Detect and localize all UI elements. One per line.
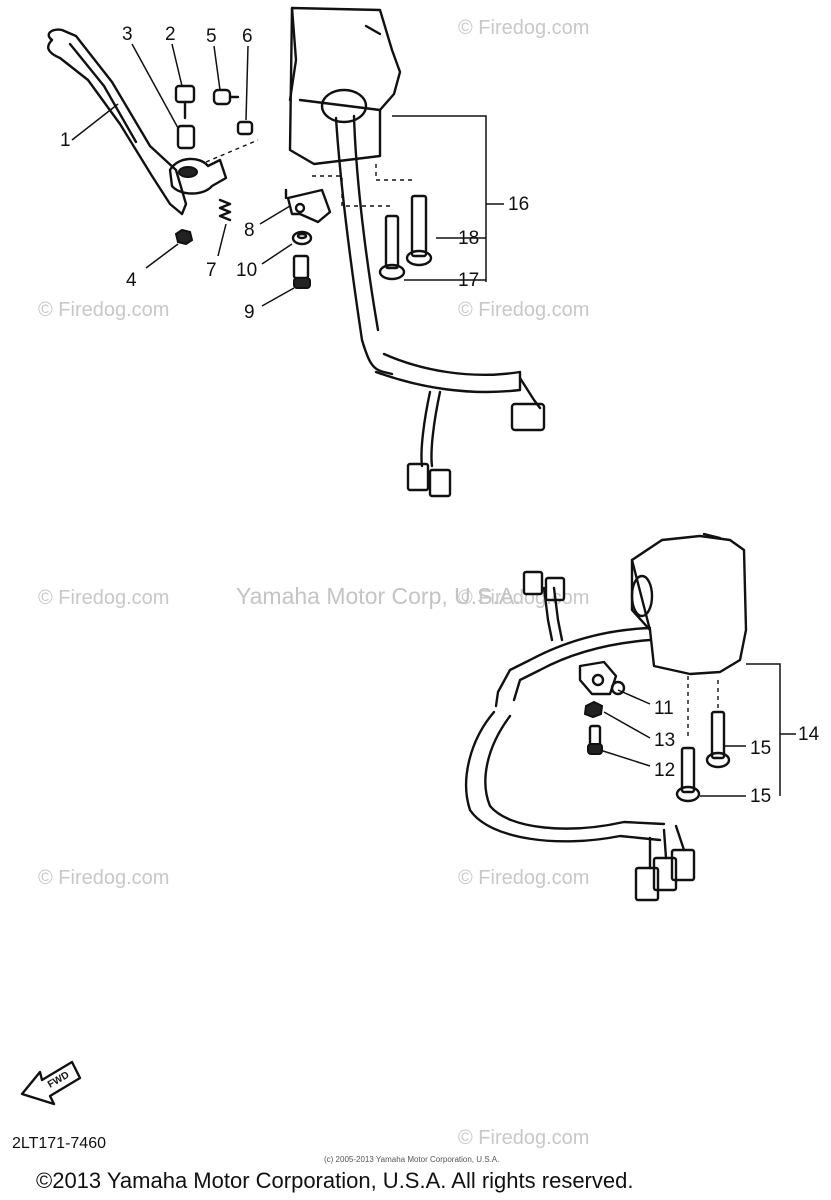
copyright: ©2013 Yamaha Motor Corporation, U.S.A. A… (36, 1168, 633, 1193)
callout-bracket-16 (392, 115, 504, 282)
watermark-firedog: © Firedog.com (38, 587, 169, 609)
callout-3: 3 (122, 24, 133, 45)
callout-9: 9 (244, 302, 255, 323)
clutch-switch (284, 188, 332, 224)
screw (675, 710, 731, 803)
callout-13: 13 (654, 730, 675, 751)
callout-10: 10 (236, 260, 257, 281)
callout-5: 5 (206, 26, 217, 47)
callout-7: 7 (206, 260, 217, 281)
watermark-yamaha: Yamaha Motor Corp, U.S.A. (236, 583, 521, 609)
callout-15: 15 (750, 738, 771, 759)
callout-4: 4 (126, 270, 137, 291)
screw (587, 724, 603, 755)
fwd-label: FWD (46, 1070, 71, 1091)
clutch-lever (47, 28, 259, 246)
watermark-firedog: © Firedog.com (458, 1127, 589, 1149)
callout-12: 12 (654, 760, 675, 781)
washer (291, 230, 313, 246)
diagram-code: 2LT171-7460 (12, 1135, 106, 1152)
callout-8: 8 (244, 220, 255, 241)
watermark-firedog: © Firedog.com (38, 299, 169, 321)
callout-14: 14 (798, 724, 820, 745)
leader-lines (71, 43, 651, 767)
right-handlebar-switch (464, 532, 748, 902)
watermark-firedog: © Firedog.com (458, 867, 589, 889)
callout-15: 15 (750, 786, 771, 807)
callout-6: 6 (242, 26, 253, 47)
watermark-firedog: © Firedog.com (38, 867, 169, 889)
front-brake-switch (578, 660, 626, 696)
callout-18: 18 (458, 228, 479, 249)
fwd-arrow-icon: FWD (20, 1060, 82, 1106)
callout-2: 2 (165, 24, 176, 45)
callout-11: 11 (654, 698, 674, 719)
small-notice: (c) 2005-2013 Yamaha Motor Corporation, … (324, 1155, 499, 1164)
washer (583, 700, 604, 719)
left-handlebar-switch (288, 6, 546, 498)
screw (292, 254, 311, 289)
callout-1: 1 (60, 130, 71, 151)
watermark-firedog: © Firedog.com (458, 17, 589, 39)
callout-17: 17 (458, 270, 479, 291)
callout-16: 16 (508, 194, 529, 215)
watermark-firedog: © Firedog.com (458, 299, 589, 321)
callout-bracket-14 (687, 663, 796, 797)
